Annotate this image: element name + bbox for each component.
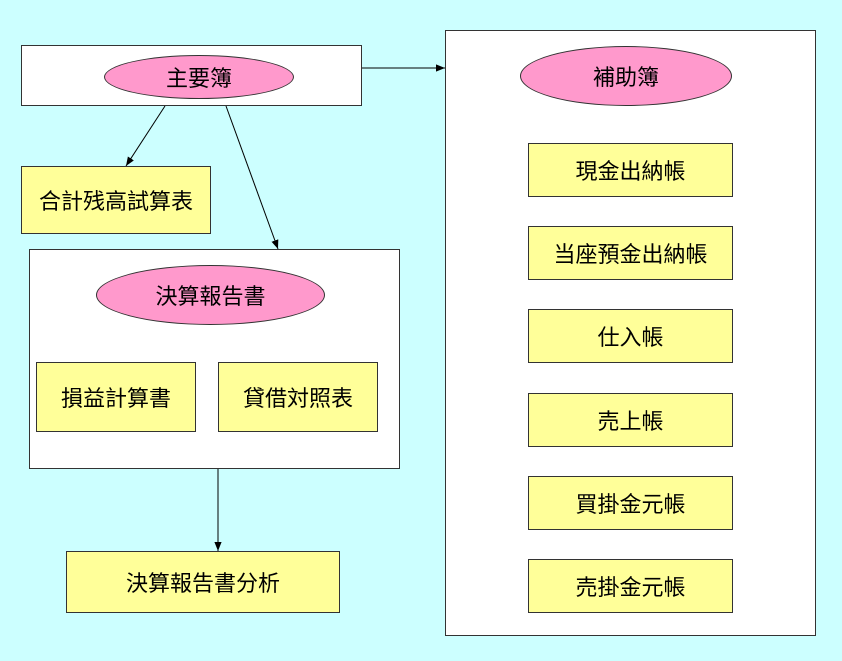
cash-book-box: 現金出納帳	[528, 143, 733, 197]
income-statement-box: 損益計算書	[36, 362, 196, 432]
accounts-receivable-ledger-box: 売掛金元帳	[528, 559, 733, 613]
main-books-label: 主要簿	[104, 55, 294, 99]
subsidiary-books-label: 補助簿	[520, 46, 732, 106]
sales-book-box: 売上帳	[528, 393, 733, 447]
arrow-main-to-financial-reports	[225, 105, 279, 250]
financial-reports-label: 決算報告書	[96, 265, 325, 325]
balance-sheet-box: 貸借対照表	[218, 362, 378, 432]
purchase-book-box: 仕入帳	[528, 309, 733, 363]
checking-account-book-box: 当座預金出納帳	[528, 226, 733, 280]
financial-analysis-box: 決算報告書分析	[66, 551, 340, 613]
accounts-payable-ledger-box: 買掛金元帳	[528, 476, 733, 530]
trial-balance-box: 合計残高試算表	[21, 166, 211, 234]
arrow-main-to-trial-balance	[125, 105, 166, 167]
